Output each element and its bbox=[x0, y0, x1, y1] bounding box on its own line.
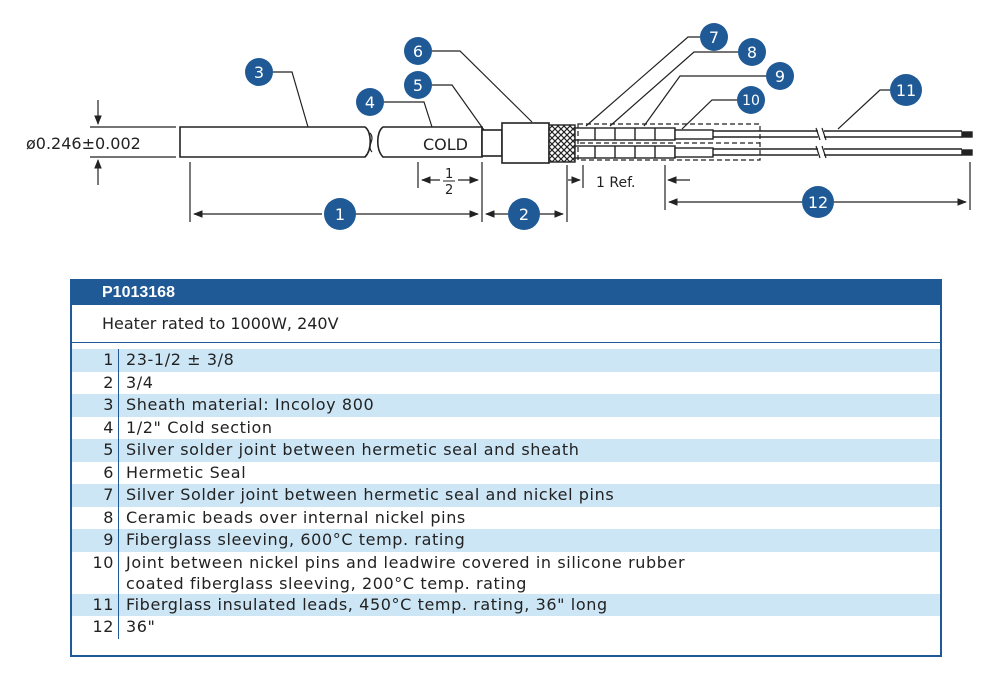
svg-text:9: 9 bbox=[775, 67, 785, 86]
row-number: 9 bbox=[72, 529, 119, 552]
spec-row: 2 3/4 bbox=[72, 371, 940, 394]
svg-text:10: 10 bbox=[742, 93, 760, 109]
row-text: 23-1/2 ± 3/8 bbox=[126, 350, 235, 369]
row-text: 3/4 bbox=[126, 372, 154, 392]
callout-4: 4 bbox=[356, 88, 384, 116]
svg-text:5: 5 bbox=[413, 76, 423, 95]
sheath bbox=[179, 126, 483, 158]
spec-row: 11 Fiberglass insulated leads, 450°C temp… bbox=[72, 593, 940, 616]
row-number: 2 bbox=[72, 371, 119, 394]
spec-row: 3 Sheath material: Incoloy 800 bbox=[72, 394, 940, 417]
callout-1: 1 bbox=[324, 198, 356, 230]
callout-9: 9 bbox=[766, 62, 794, 90]
cold-label: COLD bbox=[423, 135, 468, 154]
callout-2: 2 bbox=[508, 198, 540, 230]
fiberglass-sleeving bbox=[577, 123, 761, 161]
svg-text:6: 6 bbox=[413, 42, 423, 61]
row-text: Sheath material: Incoloy 800 bbox=[126, 395, 375, 414]
callout-6: 6 bbox=[404, 37, 432, 65]
row-text: 36" bbox=[126, 617, 156, 636]
diameter-label: ø0.246±0.002 bbox=[26, 134, 141, 153]
callout-8: 8 bbox=[738, 38, 766, 66]
row-text: Silver solder joint between hermetic sea… bbox=[126, 440, 580, 459]
spec-row: 8 Ceramic beads over internal nickel pins bbox=[72, 506, 940, 529]
row-text: Fiberglass insulated leads, 450°C temp. … bbox=[126, 594, 608, 614]
callout-10: 10 bbox=[737, 86, 765, 114]
callout-11: 11 bbox=[890, 74, 922, 106]
sheath-solder-joint bbox=[481, 129, 503, 157]
spec-row: 6 Hermetic Seal bbox=[72, 461, 940, 484]
spec-row: 9 Fiberglass sleeving, 600°C temp. rating bbox=[72, 529, 940, 552]
row-number: 10 bbox=[72, 551, 119, 594]
insulated-leads bbox=[713, 127, 973, 159]
spec-row: 4 1/2" Cold section bbox=[72, 416, 940, 439]
svg-text:12: 12 bbox=[808, 193, 828, 212]
row-number: 7 bbox=[72, 484, 119, 507]
row-number: 6 bbox=[72, 461, 119, 484]
hermetic-seal bbox=[501, 122, 550, 164]
svg-text:3: 3 bbox=[254, 63, 264, 82]
half-denominator: 2 bbox=[445, 183, 453, 198]
svg-text:2: 2 bbox=[519, 205, 529, 224]
ref-label: 1 Ref. bbox=[596, 175, 635, 191]
leader-lines bbox=[273, 36, 890, 131]
half-numerator: 1 bbox=[445, 167, 453, 182]
svg-text:8: 8 bbox=[747, 43, 757, 62]
leadwire-joint bbox=[674, 129, 714, 158]
spec-row: 1 23-1/2 ± 3/8 bbox=[72, 349, 940, 372]
row-text: Silver Solder joint between hermetic sea… bbox=[126, 485, 615, 504]
row-number: 3 bbox=[72, 394, 119, 417]
row-text: 1/2" Cold section bbox=[126, 417, 273, 437]
svg-text:1: 1 bbox=[335, 205, 345, 224]
row-number: 1 bbox=[72, 349, 119, 372]
callout-5: 5 bbox=[404, 71, 432, 99]
part-number: P1013168 bbox=[72, 281, 940, 305]
callout-badges: 1 2 3 4 5 6 7 8 9 10 11 12 bbox=[245, 23, 922, 230]
callout-7: 7 bbox=[700, 23, 728, 51]
heater-drawing: ø0.246±0.002 COLD bbox=[26, 23, 973, 230]
row-text: Hermetic Seal bbox=[126, 462, 247, 482]
row-text: Ceramic beads over internal nickel pins bbox=[126, 507, 466, 527]
spec-rows: 1 23-1/2 ± 3/8 2 3/4 3 Sheath material: Inc… bbox=[72, 349, 940, 639]
row-number: 12 bbox=[72, 616, 119, 639]
spec-row: 5 Silver solder joint between hermetic se… bbox=[72, 439, 940, 462]
dimension-lines bbox=[189, 162, 971, 222]
row-number: 4 bbox=[72, 416, 119, 439]
row-number: 5 bbox=[72, 439, 119, 462]
diameter-dimension bbox=[90, 100, 176, 185]
row-number: 11 bbox=[72, 593, 119, 616]
spec-row: 12 36" bbox=[72, 616, 940, 639]
svg-text:11: 11 bbox=[896, 81, 916, 100]
row-number: 8 bbox=[72, 506, 119, 529]
callout-3: 3 bbox=[245, 58, 273, 86]
spec-row: 7 Silver Solder joint between hermetic se… bbox=[72, 484, 940, 507]
svg-text:4: 4 bbox=[365, 93, 375, 112]
pin-solder-joint bbox=[548, 124, 576, 163]
heater-description: Heater rated to 1000W, 240V bbox=[72, 305, 940, 343]
svg-text:7: 7 bbox=[709, 28, 719, 47]
callout-12: 12 bbox=[802, 186, 834, 218]
row-text: Fiberglass sleeving, 600°C temp. rating bbox=[126, 530, 466, 549]
row-text: Joint between nickel pins and leadwire c… bbox=[126, 552, 686, 593]
